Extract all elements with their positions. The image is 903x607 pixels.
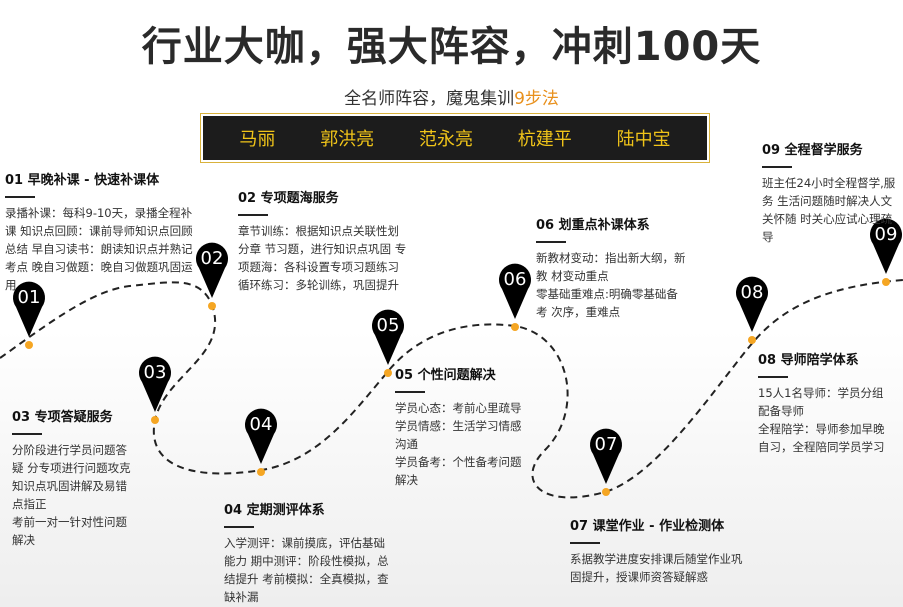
step-03: 03 专项答疑服务 分阶段进行学员问题答疑 分专项进行问题攻克 知识点巩固讲解及… [12, 409, 137, 549]
step-01: 01 早晚补课 - 快速补课体 录播补课：每科9-10天，录播全程补课 知识点回… [5, 172, 195, 294]
step-divider [238, 214, 268, 216]
step-text: 入学测评：课前摸底，评估基础能力 期中测评：阶段性模拟，总结提升 考前模拟：全真… [224, 536, 389, 604]
map-pin-icon [736, 276, 769, 332]
step-title: 03 专项答疑服务 [12, 410, 113, 425]
marker-group: 01 02 03 04 05 06 07 08 09 [12, 218, 903, 496]
step-marker: 09 [870, 218, 903, 286]
step-09: 09 全程督学服务 班主任24小时全程督学,服务 生活问题随时解决人文关怀随 时… [762, 142, 902, 246]
teacher-banner: 马丽 郭洪亮 范永亮 杭建平 陆中宝 [203, 116, 707, 160]
marker-number: 05 [377, 315, 400, 336]
step-text: 考前一对一针对性问题解决 [12, 515, 127, 547]
map-pin-icon [139, 356, 171, 412]
step-text: 学员备考：个性备考问题解决 [395, 455, 522, 487]
route-dot [748, 336, 756, 344]
step-title: 09 全程督学服务 [762, 143, 863, 158]
map-pin-icon [870, 218, 903, 274]
route-dot [208, 302, 216, 310]
step-title: 08 导师陪学体系 [758, 353, 859, 368]
step-title: 06 划重点补课体系 [536, 218, 650, 233]
teacher-name: 陆中宝 [616, 129, 671, 150]
dashed-route [0, 279, 903, 499]
step-07: 07 课堂作业 - 作业检测体 系据教学进度安排课后随堂作业巩固提升，授课师资答… [570, 518, 745, 586]
step-marker: 08 [736, 276, 769, 344]
step-text: 系据教学进度安排课后随堂作业巩固提升，授课师资答疑解惑 [570, 552, 743, 584]
step-divider [224, 526, 254, 528]
step-text: 班主任24小时全程督学,服务 生活问题随时解决人文关怀随 时关心应试心理疏导 [762, 176, 896, 244]
step-06: 06 划重点补课体系 新教材变动：指出新大纲，新教 材变动重点 零基础重难点:明… [536, 217, 686, 321]
step-marker: 03 [139, 356, 171, 424]
step-title: 02 专项题海服务 [238, 191, 339, 206]
marker-number: 06 [504, 269, 527, 290]
route-dot [257, 468, 265, 476]
map-pin-icon [499, 263, 531, 319]
step-marker: 02 [196, 242, 229, 310]
step-title: 04 定期测评体系 [224, 503, 325, 518]
route-dot [511, 323, 519, 331]
marker-number: 09 [875, 224, 898, 245]
map-pin-icon [244, 408, 278, 464]
step-marker: 07 [590, 428, 623, 496]
map-pin-icon [12, 281, 45, 337]
page-subtitle: 全名师阵容，魔鬼集训9步法 [0, 84, 903, 109]
marker-number: 01 [18, 287, 41, 308]
map-pin-icon [590, 428, 623, 484]
step-text: 零基础重难点:明确零基础备考 次序，重难点 [536, 287, 678, 319]
step-text: 学员情感：生活学习情感沟通 [395, 419, 522, 451]
route-dot [25, 341, 33, 349]
step-text: 全程陪学：导师参加早晚 自习，全程陪同学员学习 [758, 422, 885, 454]
step-divider [5, 196, 35, 198]
marker-number: 08 [741, 282, 764, 303]
step-05: 05 个性问题解决 学员心态：考前心里疏导 学员情感：生活学习情感沟通 学员备考… [395, 367, 530, 489]
marker-number: 02 [201, 248, 224, 269]
step-text: 录播补课：每科9-10天，录播全程补课 知识点回顾：课前导师知识点回顾总结 早自… [5, 206, 193, 292]
step-text: 学员心态：考前心里疏导 [395, 401, 522, 415]
teacher-name: 范永亮 [418, 129, 473, 150]
marker-number: 04 [250, 414, 273, 435]
step-title: 01 早晚补课 - 快速补课体 [5, 173, 160, 188]
step-divider [12, 433, 42, 435]
step-08: 08 导师陪学体系 15人1名导师：学员分组 配备导师 全程陪学：导师参加早晚 … [758, 352, 886, 456]
step-text: 分阶段进行学员问题答疑 分专项进行问题攻克 知识点巩固讲解及易错点指正 [12, 443, 131, 511]
step-04: 04 定期测评体系 入学测评：课前摸底，评估基础能力 期中测评：阶段性模拟，总结… [224, 502, 396, 606]
step-marker: 01 [12, 281, 45, 349]
step-divider [570, 542, 600, 544]
step-title: 07 课堂作业 - 作业检测体 [570, 519, 725, 534]
step-text: 新教材变动：指出新大纲，新教 材变动重点 [536, 251, 686, 283]
route-dot [602, 488, 610, 496]
marker-number: 03 [144, 362, 167, 383]
step-marker: 05 [372, 309, 404, 377]
step-marker: 06 [499, 263, 531, 331]
step-divider [536, 241, 566, 243]
teacher-name: 杭建平 [517, 129, 572, 150]
subtitle-accent: 9步法 [514, 89, 559, 109]
step-text: 15人1名导师：学员分组 配备导师 [758, 386, 884, 418]
marker-number: 07 [595, 434, 618, 455]
route-dot [151, 416, 159, 424]
step-02: 02 专项题海服务 章节训练：根据知识点关联性划分章 节习题，进行知识点巩固 专… [238, 190, 408, 294]
route-dot [384, 369, 392, 377]
step-divider [758, 376, 788, 378]
step-marker: 04 [244, 408, 278, 476]
step-divider [395, 391, 425, 393]
step-divider [762, 166, 792, 168]
page-title: 行业大咖，强大阵容，冲刺100天 [141, 24, 762, 70]
map-pin-icon [372, 309, 404, 365]
teacher-name: 郭洪亮 [320, 129, 375, 150]
step-title: 05 个性问题解决 [395, 368, 496, 383]
subtitle-main: 全名师阵容，魔鬼集训 [344, 89, 515, 109]
teacher-name: 马丽 [239, 129, 276, 150]
step-text: 章节训练：根据知识点关联性划分章 节习题，进行知识点巩固 专项题海：各科设置专项… [238, 224, 407, 292]
route-dot [882, 278, 890, 286]
map-pin-icon [196, 242, 229, 298]
